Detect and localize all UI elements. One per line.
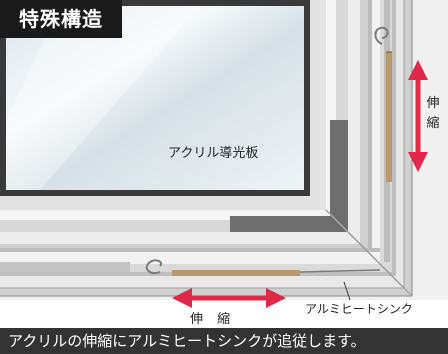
title-badge: 特殊構造 (0, 0, 122, 38)
vertical-heat-sink (374, 0, 392, 262)
horizontal-heat-sink (145, 259, 381, 276)
heat-sink-pointer (343, 281, 351, 301)
caption-bar: アクリルの伸縮にアルミヒートシンクが追従します。 (0, 328, 448, 354)
vertical-spring (386, 52, 392, 182)
vertical-expand-char-1: 伸 (426, 96, 440, 111)
acrylic-plate-label: アクリル導光板 (168, 146, 259, 161)
vertical-arrow (408, 60, 428, 172)
vertical-expand-label: 伸 縮 (424, 94, 442, 134)
horizontal-expand-label: 伸 縮 (190, 312, 236, 327)
heat-sink-label: アルミヒートシンク (305, 302, 413, 316)
horizontal-spring (172, 270, 300, 276)
acrylic-plate (0, 0, 310, 196)
horizontal-arrow (172, 288, 286, 308)
vertical-expand-char-2: 縮 (426, 116, 440, 131)
